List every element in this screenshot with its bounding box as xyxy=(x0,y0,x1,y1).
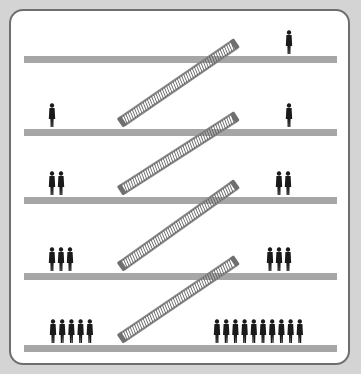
person-floor5-right xyxy=(260,319,266,343)
escalator-4-to-3 xyxy=(117,179,240,272)
person-floor5-right xyxy=(269,319,275,343)
person-floor3-left xyxy=(58,171,64,195)
person-floor4-left xyxy=(67,247,73,271)
person-floor2-right xyxy=(286,103,292,127)
person-floor4-right xyxy=(276,247,282,271)
person-floor5-right xyxy=(223,319,229,343)
escalator-3-to-2 xyxy=(117,111,240,196)
person-floor3-right xyxy=(285,171,291,195)
person-floor5-left xyxy=(59,319,65,343)
floor-4 xyxy=(24,273,337,280)
person-floor5-left xyxy=(68,319,74,343)
person-floor4-right xyxy=(267,247,273,271)
person-floor2-left xyxy=(49,103,55,127)
person-floor5-left xyxy=(77,319,83,343)
floor-3 xyxy=(24,197,337,204)
person-floor5-right xyxy=(232,319,238,343)
person-floor4-right xyxy=(285,247,291,271)
floor-1 xyxy=(24,56,337,63)
escalator-5-to-4 xyxy=(117,255,240,344)
floor-5 xyxy=(24,345,337,352)
person-floor4-left xyxy=(49,247,55,271)
floor-2 xyxy=(24,129,337,136)
person-floor5-left xyxy=(50,319,56,343)
person-floor5-left xyxy=(87,319,93,343)
person-floor5-right xyxy=(287,319,293,343)
person-floor5-right xyxy=(278,319,284,343)
person-floor5-right xyxy=(241,319,247,343)
escalator-2-to-1 xyxy=(117,38,240,128)
person-floor3-right xyxy=(276,171,282,195)
person-floor3-left xyxy=(49,171,55,195)
person-floor4-left xyxy=(58,247,64,271)
person-floor5-right xyxy=(297,319,303,343)
person-floor5-right xyxy=(251,319,257,343)
person-floor5-right xyxy=(214,319,220,343)
person-floor1-right xyxy=(286,30,292,54)
